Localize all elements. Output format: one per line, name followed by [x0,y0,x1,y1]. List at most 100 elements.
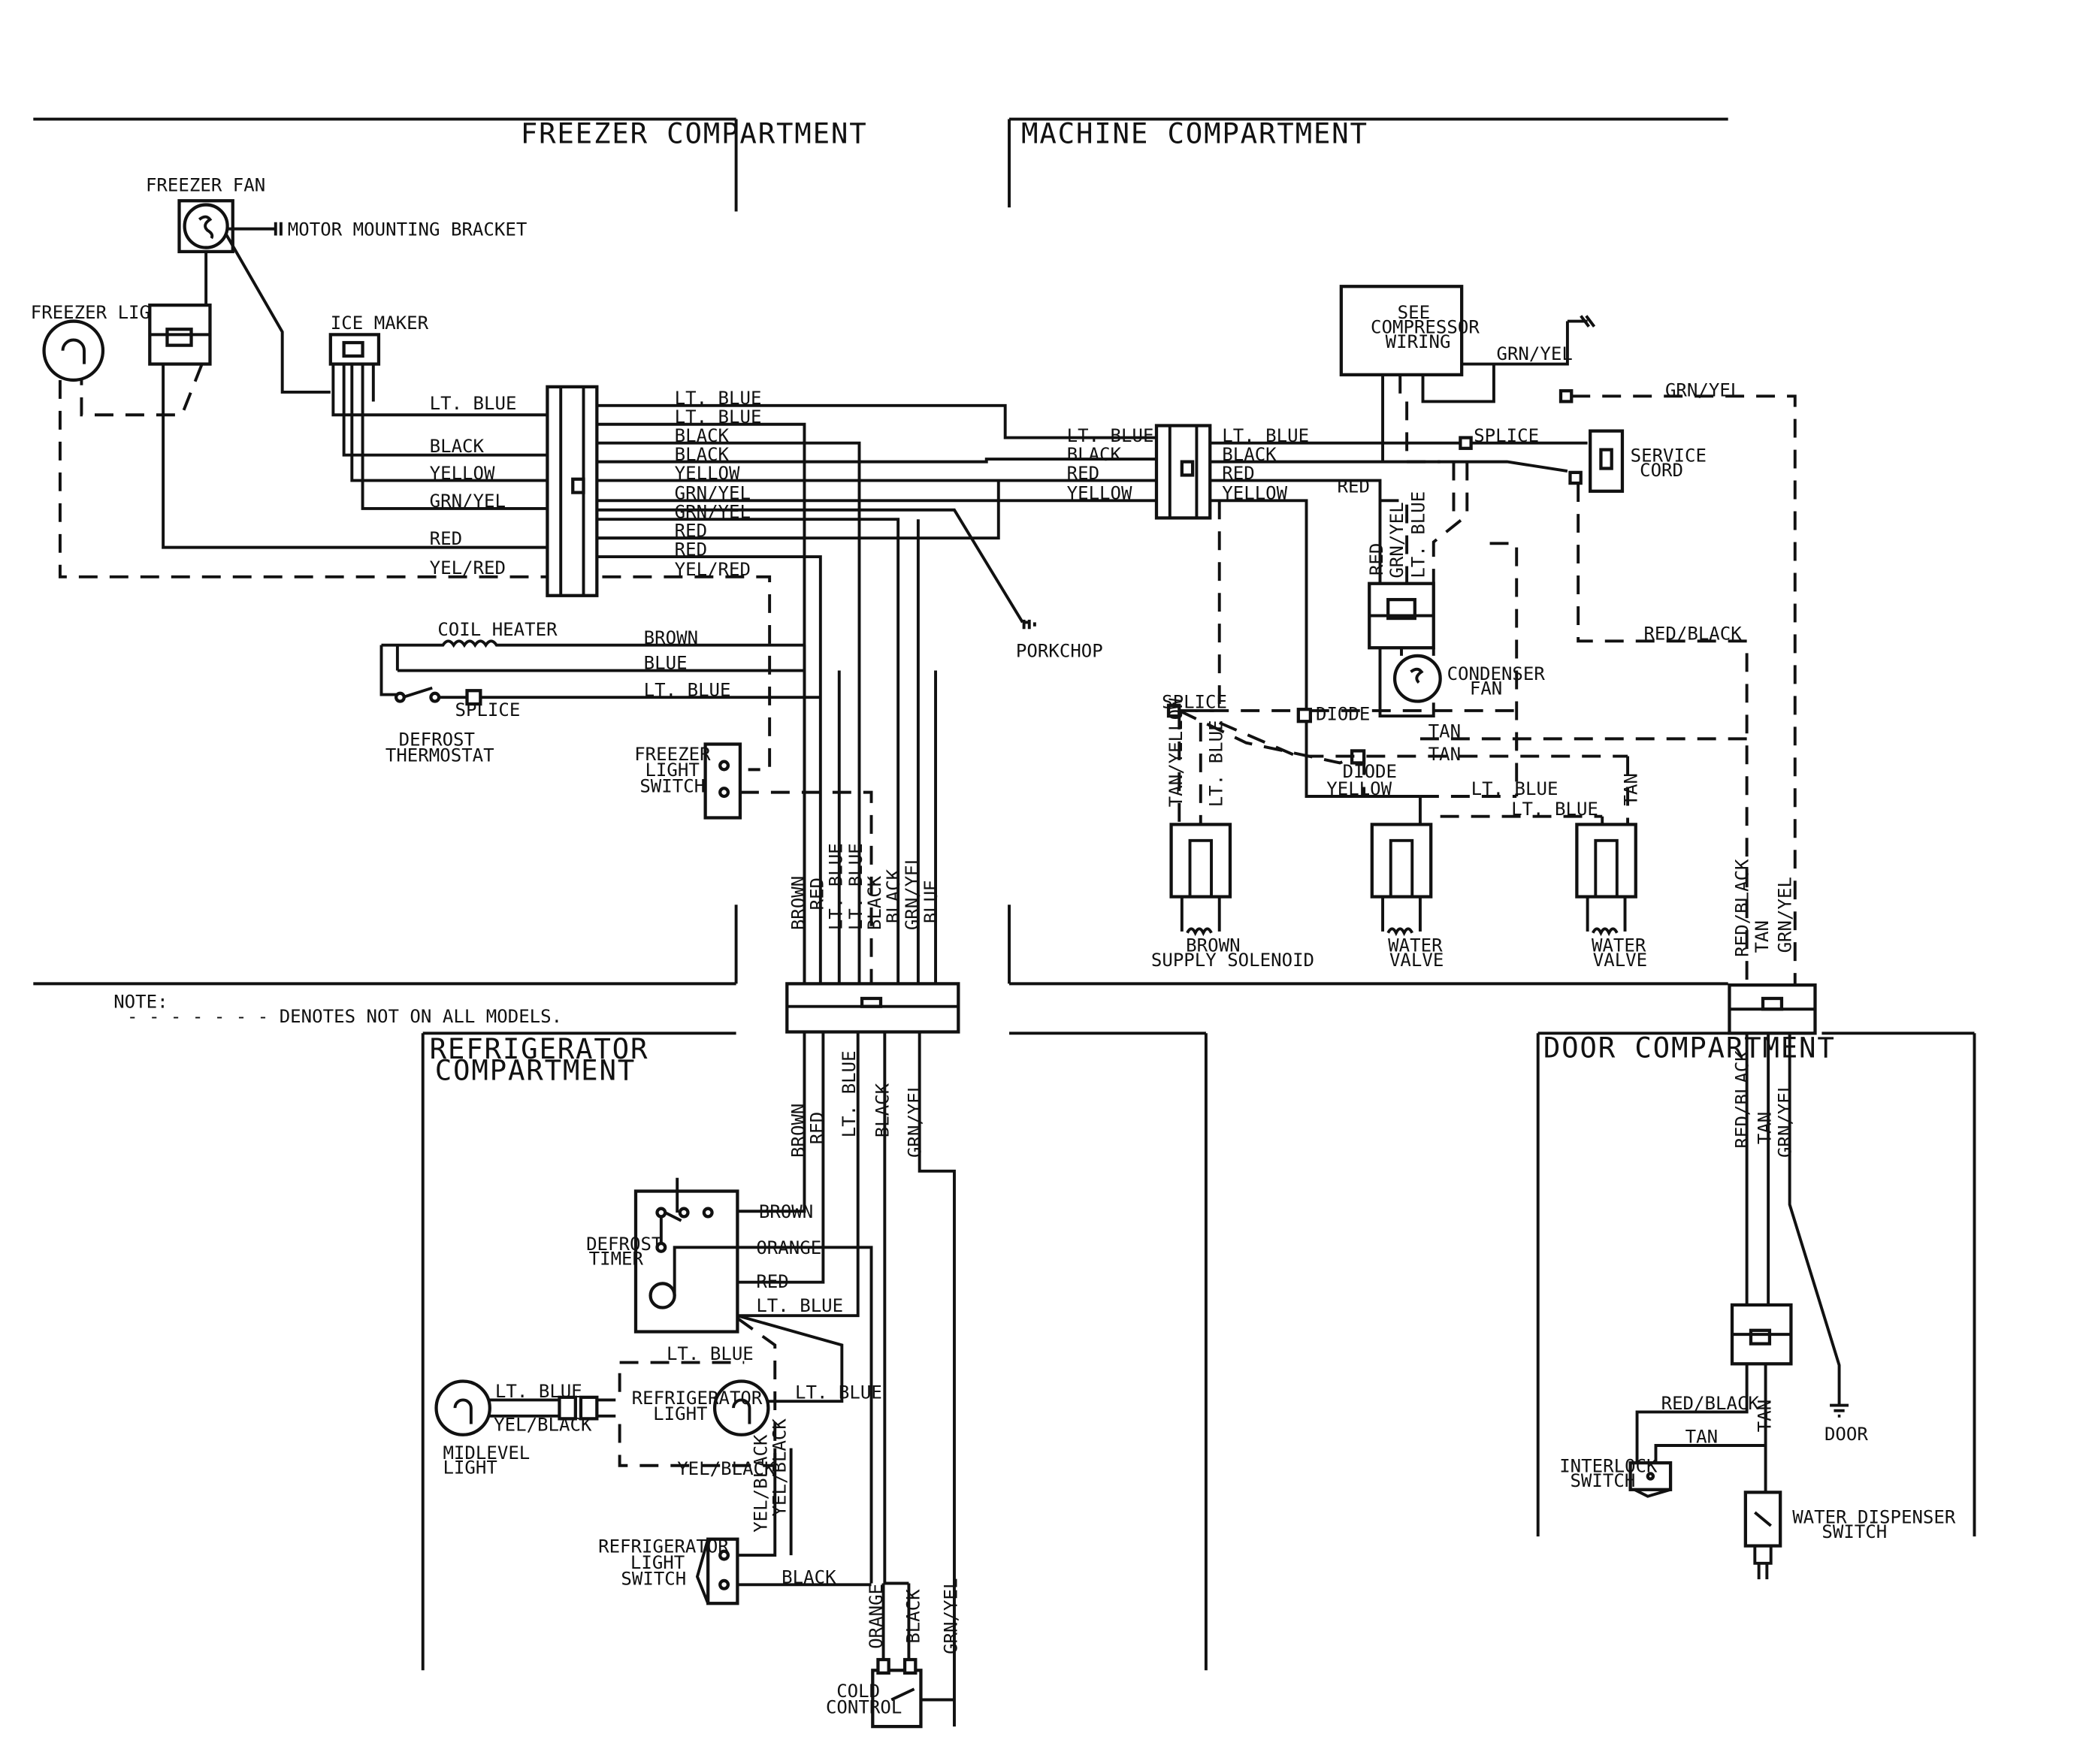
wire-label-blue: BLUE [644,653,688,674]
cc-label-black: BLACK [903,1589,924,1644]
refrigerator-compartment-heading-1: REFRIGERATOR [430,1032,649,1065]
interlock-switch-label-1: INTERLOCK [1559,1456,1658,1477]
service-cord: SERVICE CORD [1589,429,1707,493]
diode-1: DIODE [1296,703,1370,724]
ref-label-brown: BROWN [788,1104,809,1158]
diode-label-1: DIODE [1316,703,1370,724]
bundle-label-brown: BROWN [788,876,809,930]
fan-label-lt-blue: LT. BLUE [1407,491,1428,578]
ref-light-switch-label-2: LIGHT [630,1552,685,1573]
mach-label-lt-blue-2: LT. BLUE [1222,425,1309,446]
mach-label-red-2: RED [1222,463,1254,484]
freezer-fan: FREEZER FAN [146,175,265,254]
wire-label-grn-yel-2: GRN/YEL [675,482,751,503]
solenoid-label: SUPPLY SOLENOID [1151,950,1314,971]
mach-label-tan-2: TAN [1428,744,1461,765]
coil-heater: COIL HEATER [379,619,805,696]
door-label-tan-v: TAN [1755,1400,1776,1432]
wire-label-red-2: RED [675,520,707,541]
sol-label-lt-blue: LT. BLUE [1205,720,1226,807]
supply-solenoid: TAN/YELLOW LT. BLUE BROWN SUPPLY SOLENOI… [1151,698,1314,971]
midlevel-connector [558,1395,599,1421]
ref-light-label-lt-blue: LT. BLUE [795,1382,882,1403]
timer-label-orange: ORANGE [756,1237,821,1258]
bundle-label-red: RED [806,877,827,910]
door-connector [1730,1303,1793,1366]
comp-label-grn-yel: GRN/YEL [1496,343,1572,364]
midlevel-label-yel-black: YEL/BLACK [494,1414,592,1435]
compressor-label-3: WIRING [1386,331,1451,352]
diode-2: DIODE [1343,749,1397,782]
solenoid-label-brown: BROWN [1186,935,1240,956]
midlevel-light-label-2: LIGHT [443,1457,497,1478]
compressor-label-2: COMPRESSOR [1371,317,1480,338]
mach-label-red: RED [1067,463,1099,484]
refrigerator-light: REFRIGERATOR LIGHT [632,1379,770,1436]
midlevel-light: MIDLEVEL LIGHT [434,1379,530,1478]
freezer-fan-connector [148,304,212,366]
splice-point-2: SPLICE [1162,691,1227,718]
freezer-harness-connector [546,385,599,597]
ref-label-yel-black-v2: YEL/BLACK [769,1418,791,1517]
freezer-light-switch-label-3: SWITCH [639,776,705,797]
water-valve-2-label-2: VALVE [1593,950,1647,971]
door-label-red-black-3: RED/BLACK [1661,1393,1760,1414]
mach-label-yellow: YELLOW [1067,482,1132,503]
ref-label-yel-black-v: YEL/BLACK [751,1434,772,1533]
wire-label-black-3: BLACK [675,444,730,465]
wire-label-red-3: RED [675,539,707,560]
defrost-timer-label-1: DEFROST [586,1234,662,1255]
ref-label-lt-blue-2: LT. BLUE [667,1343,754,1364]
sol-label-tan-yellow: TAN/YELLOW [1165,698,1187,807]
bundle-label-black: BLACK [864,875,885,930]
water-dispenser-switch-label-1: WATER DISPENSER [1792,1506,1956,1527]
defrost-timer-label-2: TIMER [589,1249,644,1270]
splice-label: SPLICE [455,699,520,720]
door-label-red-black-2: RED/BLACK [1731,1050,1752,1149]
wire-label-brown: BROWN [644,627,698,648]
machine-harness-connector [1154,424,1212,520]
mach-label-tan: TAN [1428,721,1461,742]
defrost-thermostat-label-1: DEFROST [399,729,475,750]
water-valve-2: WATER VALVE [1575,816,1647,971]
freezer-light-switch-label-1: FREEZER [634,744,711,765]
condenser-fan-label-2: FAN [1470,678,1502,699]
diode-label-2: DIODE [1343,761,1397,782]
door-label-grn-yel: GRN/YEL [1774,877,1795,953]
door-harness-connector [1728,983,1817,1035]
coil-heater-label: COIL HEATER [437,619,558,640]
mach-label-lt-blue: LT. BLUE [1067,425,1154,446]
timer-label-red: RED [756,1271,788,1292]
motor-mounting-bracket-label: MOTOR MOUNTING BRACKET [288,219,528,240]
timer-label-brown: BROWN [759,1201,813,1222]
service-cord-label-1: SERVICE [1631,446,1707,467]
mach-label-tan-v: TAN [1621,773,1642,805]
cc-label-grn-yel: GRN/YEL [941,1578,962,1654]
wire-label-black: BLACK [430,436,485,457]
mid-harness-connector [785,982,960,1034]
fan-label-red: RED [1366,543,1387,575]
supply-splice-label: SPLICE [1162,691,1227,712]
door-label-grn-yel-2: GRN/YEL [1774,1082,1795,1158]
water-valve-1-label-1: WATER [1388,935,1443,956]
wire-label-grn-yel-3: GRN/YEL [675,501,751,522]
mach-label-black-2: BLACK [1222,444,1277,465]
interlock-switch-label-2: SWITCH [1570,1470,1635,1491]
switch-label-black: BLACK [782,1566,836,1587]
ref-label-red: RED [806,1112,827,1144]
service-cord-label-2: CORD [1640,460,1683,481]
compressor-label-1: SEE [1398,302,1430,323]
wire-label-black-2: BLACK [675,425,730,446]
mach-label-lt-blue-3: LT. BLUE [1471,778,1558,799]
wire-label-red: RED [430,528,462,549]
refrigerator-light-switch: REFRIGERATOR LIGHT SWITCH [598,1536,872,1605]
ref-light-switch-label-3: SWITCH [621,1568,686,1589]
timer-label-lt-blue: LT. BLUE [756,1295,843,1316]
wire-label-yellow-2: YELLOW [675,463,740,484]
defrost-timer: DEFROST TIMER [586,1177,873,1584]
porkchop-label: PORKCHOP [1016,641,1103,662]
cc-label-orange: ORANGE [866,1584,887,1649]
machine-compartment-heading: MACHINE COMPARTMENT [1021,117,1368,150]
door-label-red-black: RED/BLACK [1731,859,1752,957]
bundle-label-grn-yel: GRN/YEL [902,854,923,930]
